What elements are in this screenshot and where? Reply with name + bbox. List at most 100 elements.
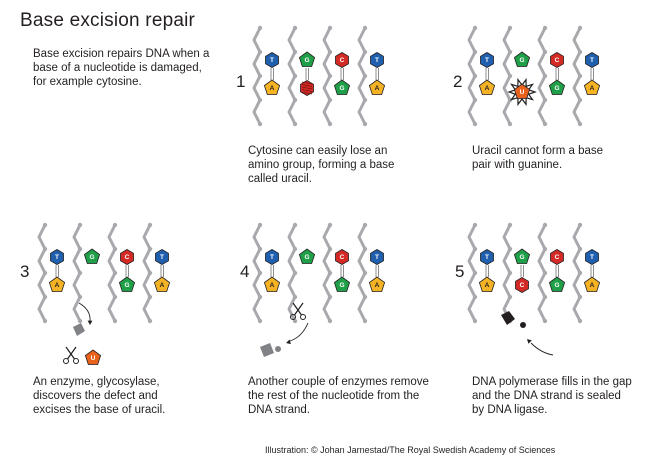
phosphate-dot xyxy=(292,318,298,324)
phosphate-dot xyxy=(327,121,333,127)
phosphate-dot xyxy=(507,222,513,228)
base-a xyxy=(48,276,66,292)
phosphate-dot xyxy=(327,222,333,228)
phosphate-dot xyxy=(507,25,513,31)
phosphate-dot xyxy=(257,318,263,324)
phosphate-dot xyxy=(507,97,513,103)
base-label-g: G xyxy=(304,254,309,261)
phosphate-dot xyxy=(362,25,368,31)
phosphate-dot xyxy=(292,294,298,300)
base-a xyxy=(583,276,601,292)
phosphate-dot xyxy=(577,222,583,228)
base-label-a: A xyxy=(270,282,275,289)
phosphate-dot xyxy=(327,49,333,55)
phosphate-dot xyxy=(257,97,263,103)
phosphate-dot xyxy=(147,294,153,300)
phosphate-dot xyxy=(257,246,263,252)
removed-nucleotide xyxy=(260,343,274,357)
phosphate-dot xyxy=(77,222,83,228)
step-1-caption: Cytosine can easily lose an amino group,… xyxy=(248,145,395,185)
phosphate-dot xyxy=(507,49,513,55)
phosphate-dot xyxy=(112,294,118,300)
phosphate-dot xyxy=(542,294,548,300)
base-label-t: T xyxy=(160,254,164,261)
phosphate-dot xyxy=(327,97,333,103)
phosphate-dot xyxy=(507,73,513,79)
step-2-number: 2 xyxy=(453,72,463,91)
base-t xyxy=(480,249,494,265)
base-label-g: G xyxy=(519,254,524,261)
phosphate-dot xyxy=(362,294,368,300)
phosphate-dot xyxy=(472,97,478,103)
phosphate-dot xyxy=(472,73,478,79)
base-label-t: T xyxy=(270,254,274,261)
phosphate-dot xyxy=(362,121,368,127)
base-label-t: T xyxy=(375,57,379,64)
phosphate-dot xyxy=(327,73,333,79)
phosphate-dot xyxy=(472,222,478,228)
base-label-g: G xyxy=(554,282,559,289)
phosphate-dot xyxy=(362,73,368,79)
base-a xyxy=(583,79,601,95)
base-c xyxy=(515,277,529,293)
hatch-line xyxy=(301,89,313,92)
phosphate-dot xyxy=(542,246,548,252)
hatch-line xyxy=(301,81,313,85)
base-a xyxy=(478,79,496,95)
phosphate-dot xyxy=(77,270,83,276)
scissors-blade xyxy=(67,346,77,360)
base-t xyxy=(265,52,279,68)
phosphate-dot xyxy=(77,246,83,252)
step-5-caption: DNA polymerase fills in the gap and the … xyxy=(472,376,632,416)
phosphate-dot xyxy=(257,270,263,276)
base-label-c: C xyxy=(520,282,525,289)
arrow-head xyxy=(527,339,532,344)
base-t xyxy=(370,249,384,265)
phosphate-dot xyxy=(542,270,548,276)
base-label-u: U xyxy=(91,355,96,362)
base-label-t: T xyxy=(485,57,489,64)
phosphate-dot xyxy=(292,49,298,55)
base-label-a: A xyxy=(160,282,165,289)
phosphate-dot xyxy=(472,49,478,55)
base-label-a: A xyxy=(55,282,60,289)
base-label-a: A xyxy=(270,85,275,92)
base-label-t: T xyxy=(590,57,594,64)
base-label-t: T xyxy=(270,57,274,64)
scissors-handle xyxy=(63,358,69,364)
phosphate-dot xyxy=(577,318,583,324)
step-5-number: 5 xyxy=(455,262,465,281)
base-g xyxy=(333,276,351,292)
base-g xyxy=(548,276,566,292)
base-u xyxy=(513,83,531,99)
curved-arrow xyxy=(78,302,91,322)
phosphate-dot xyxy=(77,294,83,300)
phosphate-dot xyxy=(507,294,513,300)
base-a xyxy=(478,276,496,292)
phosphate-dot xyxy=(292,73,298,79)
phosphate-dot xyxy=(112,222,118,228)
phosphate-dot xyxy=(147,270,153,276)
phosphate-dot xyxy=(147,246,153,252)
phosphate-dot xyxy=(257,25,263,31)
base-label-c: C xyxy=(555,57,560,64)
phosphate-dot xyxy=(292,246,298,252)
phosphate-dot xyxy=(257,294,263,300)
base-t xyxy=(585,249,599,265)
base-g xyxy=(513,248,531,264)
phosphate-dot xyxy=(275,346,281,352)
curved-arrow xyxy=(530,342,554,356)
base-label-t: T xyxy=(590,254,594,261)
page-title: Base excision repair xyxy=(20,10,196,31)
phosphate-dot xyxy=(577,270,583,276)
step-1-number: 1 xyxy=(236,72,246,91)
phosphate-dot xyxy=(257,121,263,127)
base-c xyxy=(550,249,564,265)
phosphate-dot xyxy=(362,270,368,276)
sugar-fragment xyxy=(73,323,85,336)
base-label-a: A xyxy=(375,282,380,289)
base-label-c: C xyxy=(125,254,130,261)
base-a xyxy=(368,276,386,292)
